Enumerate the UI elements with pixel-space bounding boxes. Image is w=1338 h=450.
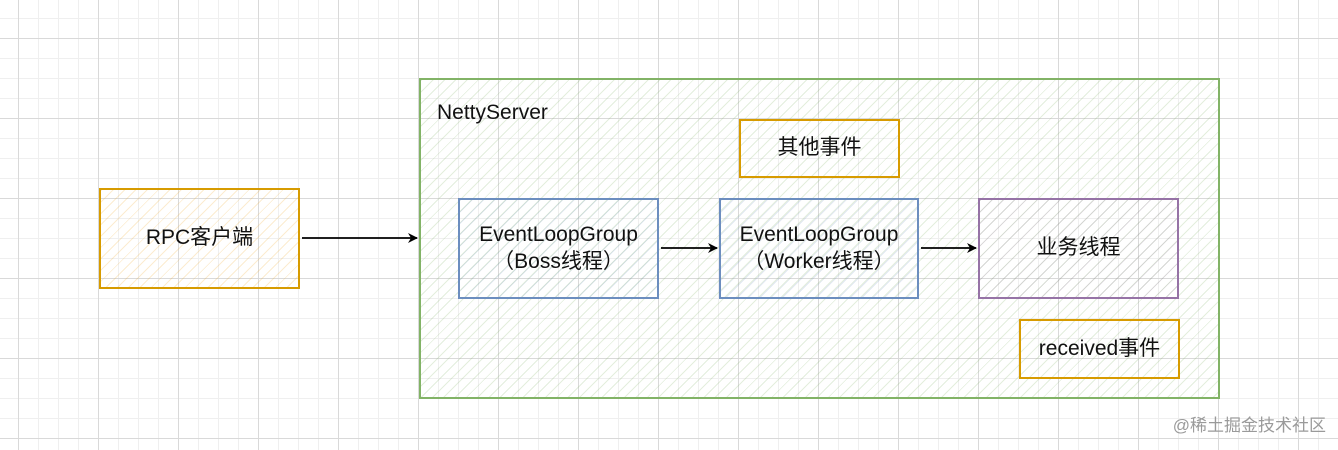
rpc-client-label: RPC客户端 [145, 226, 254, 250]
watermark: @稀土掘金技术社区 [1172, 416, 1326, 435]
business-thread-label: 业务线程 [1036, 236, 1121, 260]
received-events-node: received事件 [1019, 319, 1180, 379]
rpc-client-node: RPC客户端 [99, 188, 300, 289]
worker-label-line1: EventLoopGroup [739, 223, 899, 247]
netty-server-container: NettyServer [419, 78, 1220, 399]
boss-label-line2: （Boss线程） [493, 249, 624, 273]
worker-label-line2: （Worker线程） [743, 249, 895, 273]
received-events-label: received事件 [1038, 336, 1161, 360]
netty-server-title: NettyServer [437, 101, 548, 124]
business-thread-node: 业务线程 [978, 198, 1179, 299]
boss-label-line1: EventLoopGroup [479, 223, 638, 247]
boss-eventloopgroup-node: EventLoopGroup （Boss线程） [458, 198, 659, 299]
other-events-label: 其他事件 [777, 136, 862, 160]
worker-eventloopgroup-node: EventLoopGroup （Worker线程） [719, 198, 919, 299]
other-events-node: 其他事件 [739, 119, 900, 178]
